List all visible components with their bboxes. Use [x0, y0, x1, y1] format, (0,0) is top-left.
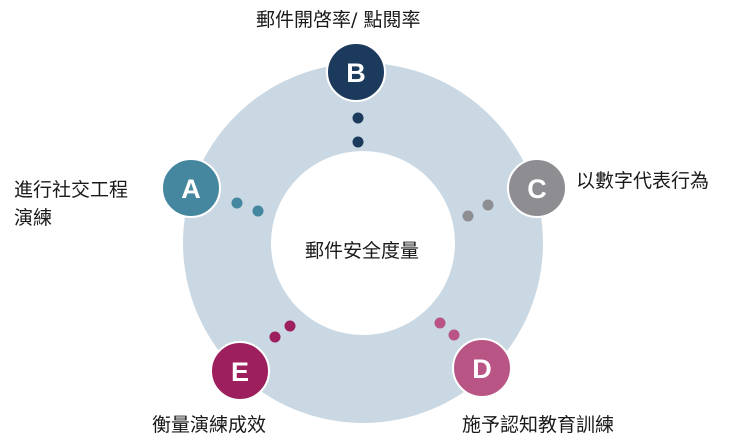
dot-c-1: [482, 199, 494, 211]
node-b-label: 郵件開啓率/ 點閱率: [256, 9, 421, 31]
node-d: D: [452, 338, 512, 398]
node-e-circle: [210, 341, 270, 401]
dot-d-2: [448, 329, 460, 341]
node-a-letter: A: [181, 174, 201, 204]
inner-circle: [271, 151, 455, 335]
dot-d-1: [434, 317, 446, 329]
node-d-letter: D: [472, 354, 492, 384]
dot-a-2: [252, 205, 264, 217]
node-b-circle: [326, 42, 386, 102]
dot-b-1: [352, 112, 364, 124]
connector-dots-b: [352, 112, 364, 148]
node-c-label: 以數字代表行為: [576, 170, 710, 192]
connector-dots-c: [462, 199, 494, 222]
node-d-label: 施予認知教育訓練: [462, 414, 615, 436]
node-c-circle: [507, 158, 567, 218]
dot-b-2: [352, 136, 364, 148]
center-label: 郵件安全度量: [304, 240, 419, 262]
node-d-circle: [452, 338, 512, 398]
node-b: B: [326, 42, 386, 102]
node-c: C: [507, 158, 567, 218]
connector-dots-e: [269, 320, 296, 343]
node-a-label-line1: 進行社交工程: [14, 179, 129, 201]
node-c-letter: C: [527, 174, 547, 204]
dot-c-2: [462, 210, 474, 222]
node-a-label-line2: 演練: [14, 207, 53, 229]
connector-dots-d: [434, 317, 460, 341]
node-e-label: 衡量演練成效: [152, 414, 267, 436]
node-e: E: [210, 341, 270, 401]
dot-e-1: [284, 320, 296, 332]
node-b-letter: B: [346, 58, 366, 88]
connector-dots-a: [231, 197, 264, 217]
dot-a-1: [231, 197, 243, 209]
node-a: A: [161, 158, 221, 218]
node-a-circle: [161, 158, 221, 218]
dot-e-2: [269, 331, 281, 343]
node-e-letter: E: [231, 357, 249, 387]
